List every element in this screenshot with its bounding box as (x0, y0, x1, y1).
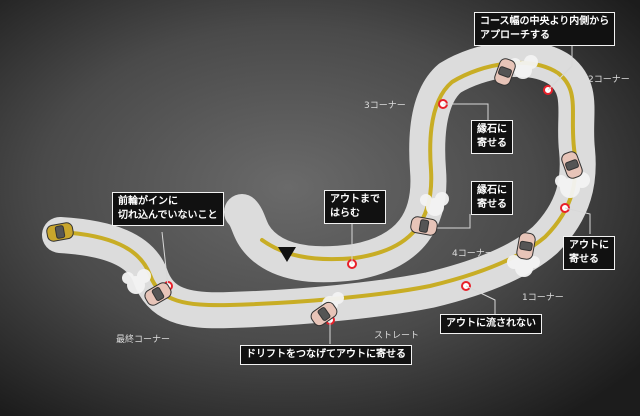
callout-text: はらむ (330, 208, 360, 219)
car-icon (142, 280, 174, 308)
label-corner1: 1コーナー (522, 293, 564, 303)
callout-text: 縁石に (477, 124, 507, 135)
callout-text: アウトまで (330, 194, 380, 205)
callout-text: アウトに (569, 240, 609, 251)
callout-curb-upper: 縁石に 寄せる (471, 120, 513, 154)
track (42, 41, 596, 329)
callout-text: 縁石に (477, 185, 507, 196)
direction-arrow-icon (278, 247, 296, 262)
label-straight: ストレート (374, 331, 420, 341)
callout-text: 切れ込んでいないこと (118, 210, 218, 221)
car-icon (45, 221, 75, 243)
tire-smoke-icon (509, 55, 538, 79)
callout-swell-out: アウトまで はらむ (324, 190, 386, 224)
callout-text: 寄せる (477, 199, 507, 210)
label-corner4: 4コーナー (452, 249, 494, 259)
tire-smoke-icon (507, 255, 540, 277)
leader-lines (161, 44, 591, 344)
callout-text: 前輪がインに (118, 196, 178, 207)
callout-text: ドリフトをつなげてアウトに寄せる (246, 349, 406, 360)
car-icon (492, 56, 518, 88)
callout-curb-lower: 縁石に 寄せる (471, 181, 513, 215)
car-icon (515, 231, 537, 261)
label-corner2: 2コーナー (588, 75, 630, 85)
callout-approach: コース幅の中央より内側から アプローチする (474, 12, 616, 46)
callout-front-wheels: 前輪がインに 切れ込んでいないこと (112, 192, 224, 226)
callout-outside-right: アウトに 寄せる (563, 236, 615, 270)
label-final-corner: 最終コーナー (116, 335, 171, 345)
cars (45, 56, 585, 329)
callout-text: アウトに流されない (446, 318, 536, 329)
tire-smoke-icon (420, 192, 449, 216)
car-icon (409, 215, 439, 237)
callout-no-drift-out: アウトに流されない (440, 314, 542, 334)
car-icon (308, 299, 340, 329)
callout-drift-connect: ドリフトをつなげてアウトに寄せる (240, 345, 412, 365)
label-corner3: 3コーナー (364, 101, 406, 111)
callout-text: 寄せる (477, 138, 507, 149)
callout-text: アプローチする (480, 30, 550, 41)
tire-smoke-icon (122, 269, 151, 294)
callout-text: 寄せる (569, 254, 599, 265)
callout-text: コース幅の中央より内側から (480, 16, 610, 27)
car-icon (559, 149, 585, 181)
